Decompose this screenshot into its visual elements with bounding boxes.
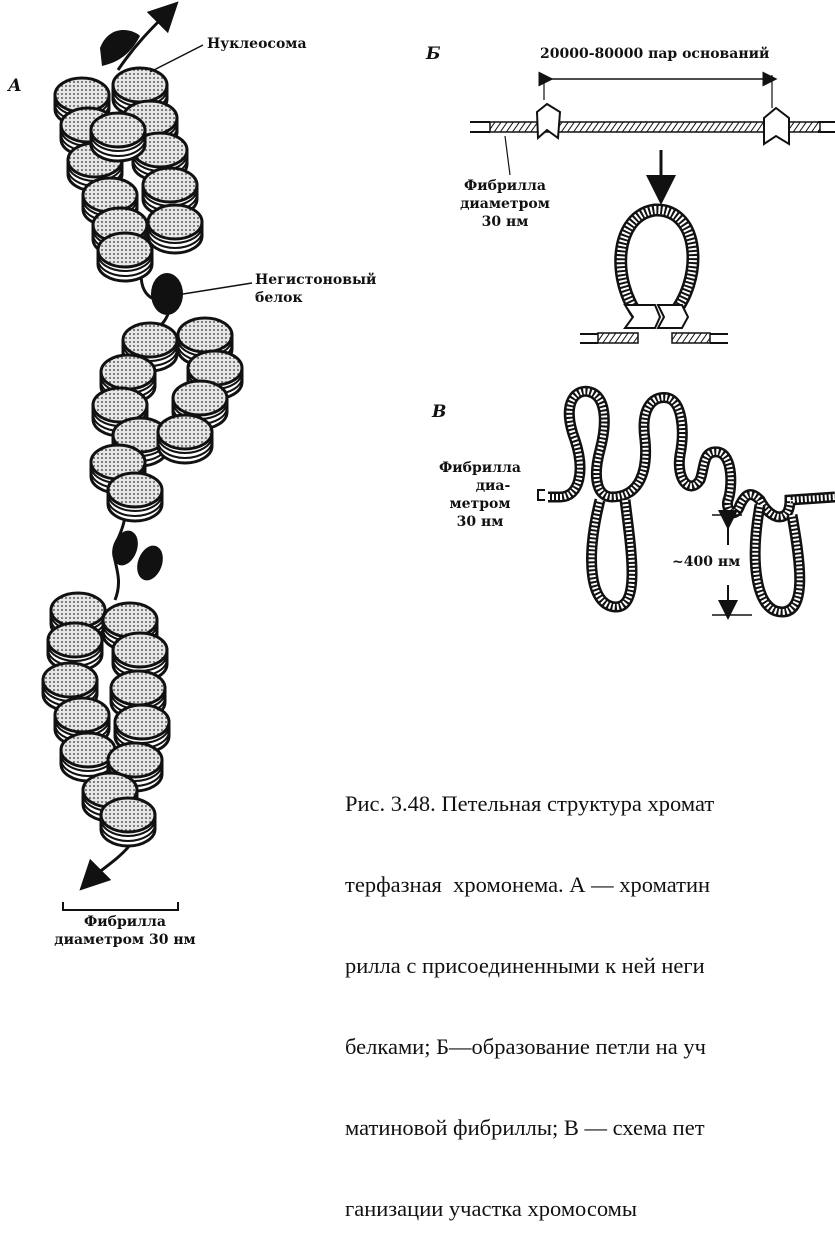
nucleosome-stack bbox=[43, 68, 242, 846]
nucleosome bbox=[98, 233, 152, 281]
caption-line: ганизации участка хромосомы bbox=[345, 1195, 714, 1222]
nucleosome bbox=[101, 798, 155, 846]
fibril-b-label-line3: 30 нм bbox=[450, 214, 560, 230]
loop-base-site-1 bbox=[625, 305, 660, 328]
panel-v-letter: В bbox=[432, 402, 446, 422]
fibril-width-bracket bbox=[63, 902, 178, 910]
panel-v-drawing bbox=[538, 391, 835, 615]
paired-protein-2 bbox=[133, 542, 168, 584]
loop-height-label: ~400 нм bbox=[672, 554, 740, 570]
fibril-v-label-line3: метром bbox=[425, 496, 535, 512]
caption-line: белками; Б—образование петли на уч bbox=[345, 1033, 714, 1060]
nonhistone-protein bbox=[151, 273, 183, 315]
fibril-v-label-line2: диа- bbox=[448, 478, 538, 494]
panel-b-letter: Б bbox=[426, 44, 441, 64]
fibril-v-label-line1: Фибрилла bbox=[425, 460, 535, 476]
nucleosome bbox=[148, 205, 202, 253]
caption-line: рилла с присоединенными к ней неги bbox=[345, 952, 714, 979]
nucleosome-label: Нуклеосома bbox=[207, 36, 307, 52]
paired-protein-1 bbox=[108, 527, 143, 569]
fibril-a-label-line2: диаметром 30 нм bbox=[40, 932, 210, 948]
fibril-b-label-line1: Фибрилла bbox=[450, 178, 560, 194]
fibril-a-label-line1: Фибрилла bbox=[60, 914, 190, 930]
nucleosome bbox=[158, 415, 212, 463]
nonhistone-protein-label-line1: Негистоновый bbox=[255, 272, 376, 288]
caption-line: терфазная хромонема. А — хроматин bbox=[345, 871, 714, 898]
nucleosome bbox=[108, 473, 162, 521]
figure-caption: Рис. 3.48. Петельная структура хромат те… bbox=[345, 736, 714, 1249]
fibril-v-label-line4: 30 нм bbox=[425, 514, 535, 530]
nucleosome bbox=[91, 113, 145, 161]
base-pairs-span-label: 20000-80000 пар оснований bbox=[540, 46, 769, 62]
caption-line: Рис. 3.48. Петельная структура хромат bbox=[345, 790, 714, 817]
loop-base-site-2 bbox=[658, 305, 688, 328]
chromatin-fibril-drawing bbox=[43, 12, 242, 880]
caption-line: матиновой фибриллы; В — схема пет bbox=[345, 1114, 714, 1141]
attach-site-1 bbox=[537, 104, 560, 138]
fibril-b-label-line2: диаметром bbox=[450, 196, 560, 212]
panel-a-letter: А bbox=[8, 76, 22, 96]
attach-site-2 bbox=[764, 108, 789, 144]
nonhistone-protein-label-line2: белок bbox=[255, 290, 303, 306]
